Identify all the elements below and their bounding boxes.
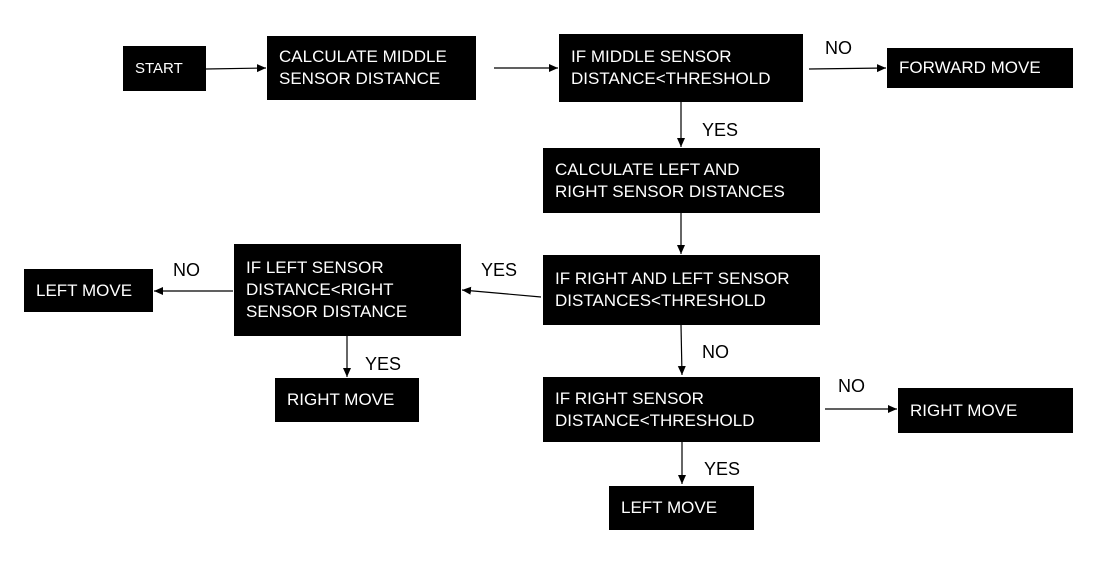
edge-label-right-yes: YES: [704, 459, 741, 479]
edge-label-middle-no: NO: [825, 38, 852, 58]
node-right-move-1: RIGHT MOVE: [275, 378, 419, 422]
node-right-move-1-label: RIGHT MOVE: [287, 390, 395, 409]
arrow-if-right-left-to-if-right: [677, 324, 686, 376]
node-right-move-2-label: RIGHT MOVE: [910, 400, 1018, 420]
node-calculate-middle: CALCULATE MIDDLE SENSOR DISTANCE: [267, 36, 476, 100]
node-calculate-left-right: CALCULATE LEFT AND RIGHT SENSOR DISTANCE…: [543, 148, 820, 213]
node-if-left-less-than-right: IF LEFT SENSOR DISTANCE<RIGHT SENSOR DIS…: [234, 244, 461, 336]
node-forward-move: FORWARD MOVE: [887, 48, 1073, 88]
node-if-right-and-left-line1: IF RIGHT AND LEFT SENSOR: [555, 269, 790, 288]
node-left-move-1-label: LEFT MOVE: [36, 280, 133, 300]
node-if-right: IF RIGHT SENSOR DISTANCE<THRESHOLD: [543, 377, 820, 442]
edge-label-middle-yes: YES: [702, 120, 739, 140]
edge-label-rightleft-no: NO: [702, 342, 729, 362]
node-forward-move-label: FORWARD MOVE: [899, 58, 1041, 77]
node-if-left-less-than-right-line2: DISTANCE<RIGHT: [246, 280, 394, 299]
node-if-right-and-left-line2: DISTANCES<THRESHOLD: [555, 291, 766, 310]
arrow-if-right-left-to-if-left-lt-right: [461, 286, 542, 298]
node-if-right-line2: DISTANCE<THRESHOLD: [555, 410, 755, 430]
edge-label-rightleft-yes: YES: [481, 260, 518, 280]
arrow-if-middle-to-forward: [808, 64, 887, 73]
node-right-move-2: RIGHT MOVE: [898, 388, 1073, 433]
node-if-left-less-than-right-line3: SENSOR DISTANCE: [246, 302, 408, 321]
edge-label-right-no: NO: [838, 376, 865, 396]
node-calculate-middle-line1: CALCULATE MIDDLE: [279, 47, 447, 66]
arrow-start-to-calc-middle: [205, 64, 267, 73]
node-left-move-1: LEFT MOVE: [24, 269, 153, 312]
node-calculate-left-right-line2: RIGHT SENSOR DISTANCES: [555, 181, 785, 201]
node-if-left-less-than-right-line1: IF LEFT SENSOR: [246, 258, 384, 277]
edge-label-leftlt-yes: YES: [365, 354, 402, 374]
node-if-middle-line2: DISTANCE<THRESHOLD: [571, 69, 771, 88]
node-left-move-2: LEFT MOVE: [609, 486, 754, 530]
node-start: START: [123, 46, 206, 91]
node-calculate-left-right-line1: CALCULATE LEFT AND: [555, 159, 740, 179]
node-if-middle-line1: IF MIDDLE SENSOR: [571, 47, 732, 66]
edge-label-leftlt-no: NO: [173, 260, 200, 280]
node-if-right-line1: IF RIGHT SENSOR: [555, 388, 704, 408]
node-if-right-and-left: IF RIGHT AND LEFT SENSOR DISTANCES<THRES…: [543, 255, 820, 325]
node-if-middle: IF MIDDLE SENSOR DISTANCE<THRESHOLD: [559, 34, 803, 102]
node-left-move-2-label: LEFT MOVE: [621, 498, 718, 517]
node-start-label: START: [135, 59, 183, 77]
node-calculate-middle-line2: SENSOR DISTANCE: [279, 69, 441, 88]
